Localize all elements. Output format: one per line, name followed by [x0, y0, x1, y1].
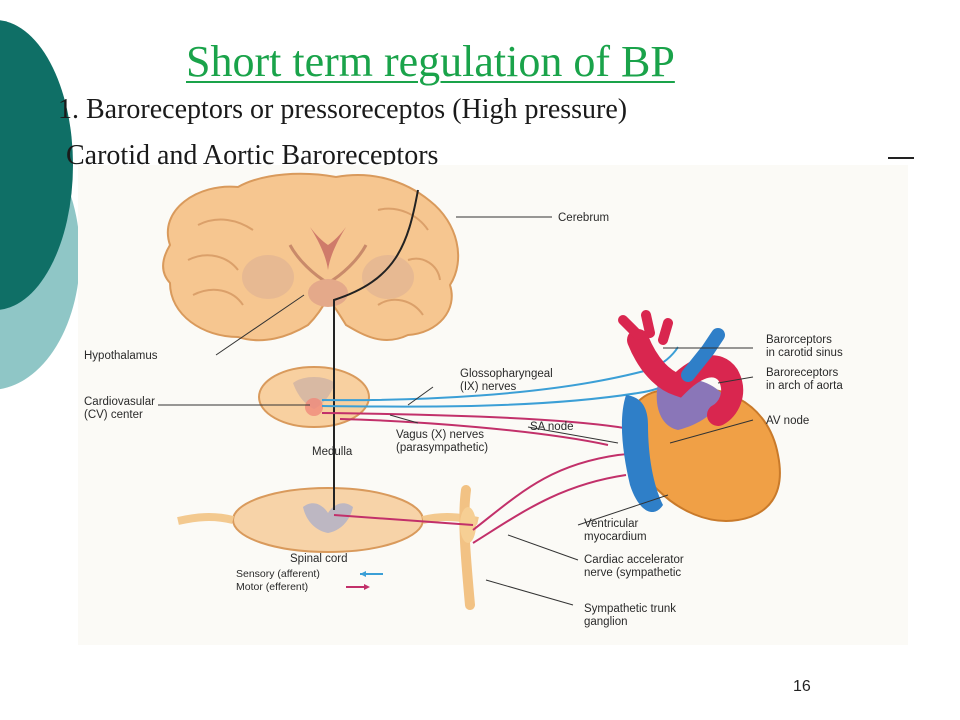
decorative-teal-shapes [0, 20, 80, 390]
diagram-svg: Cerebrum Hypothalamus Cardiovasular (CV)… [78, 165, 908, 645]
decorative-dash [888, 157, 914, 159]
label-carotid-line2: in carotid sinus [766, 347, 843, 359]
label-aortic-line2: in arch of aorta [766, 380, 843, 392]
label-ventricular-line2: myocardium [584, 531, 647, 543]
sympathetic-trunk [459, 485, 475, 610]
legend-sensory-label: Sensory (afferent) [236, 568, 320, 580]
label-vagus-line2: (parasympathetic) [396, 442, 488, 454]
label-sa-node: SA node [530, 421, 573, 433]
cardiac-accelerator-nerve-2 [472, 474, 627, 544]
label-av-node: AV node [766, 415, 809, 427]
glossopharyngeal-nerve-line [321, 346, 679, 402]
label-vagus-line1: Vagus (X) nerves [396, 429, 484, 441]
label-glossopharyngeal-line1: Glossopharyngeal [460, 368, 553, 380]
subtitle-line-1: 1. Baroreceptors or pressoreceptos (High… [58, 94, 628, 125]
label-leader-lines [158, 216, 754, 606]
spinal-motor-line [333, 514, 474, 526]
label-cv-center-line2: (CV) center [84, 409, 143, 421]
label-cv-center-line1: Cardiovasular [84, 396, 155, 408]
legend: Sensory (afferent) Motor (efferent) [236, 568, 383, 593]
label-aortic-line1: Baroreceptors [766, 367, 838, 379]
legend-sensory-arrow-icon [360, 571, 366, 577]
legend-motor-arrow-icon [364, 584, 370, 590]
heart-illustration [618, 310, 781, 522]
label-trunk-line1: Sympathetic trunk [584, 603, 676, 615]
brain-illustration [162, 172, 460, 342]
vagus-motor-line-2 [339, 418, 609, 446]
page-number: 16 [793, 678, 811, 695]
medulla-illustration [258, 366, 370, 428]
label-spinal-cord: Spinal cord [290, 553, 348, 565]
spinal-cord-illustration [177, 487, 479, 553]
label-accelerator-line2: nerve (sympathetic [584, 567, 681, 579]
slide-title: Short term regulation of BP [186, 37, 675, 86]
label-trunk-line2: ganglion [584, 616, 627, 628]
label-carotid-line1: Barorceptors [766, 334, 832, 346]
baroreceptor-reflex-diagram: Cerebrum Hypothalamus Cardiovasular (CV)… [78, 165, 908, 645]
label-cerebrum: Cerebrum [558, 212, 609, 224]
central-neural-pathway [333, 189, 419, 510]
label-accelerator-line1: Cardiac accelerator [584, 554, 684, 566]
dark-teal-ellipse [0, 20, 73, 310]
legend-motor-label: Motor (efferent) [236, 581, 308, 593]
label-ventricular-line1: Ventricular [584, 518, 639, 530]
label-glossopharyngeal-line2: (IX) nerves [460, 381, 516, 393]
label-medulla: Medulla [312, 446, 353, 458]
label-hypothalamus: Hypothalamus [84, 350, 158, 362]
